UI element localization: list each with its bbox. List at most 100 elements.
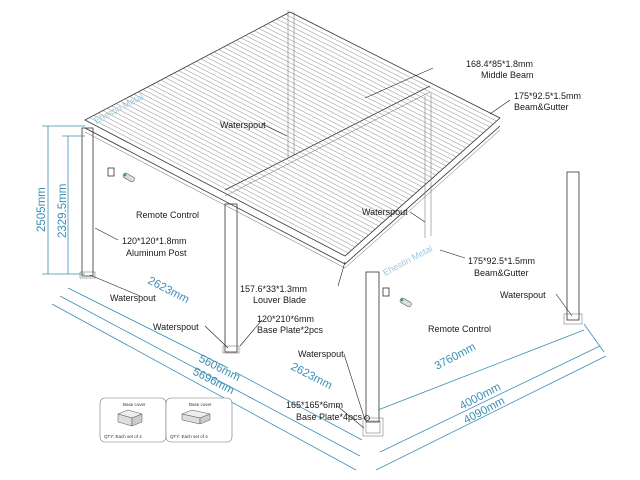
- inset-card-1: Base cover QTY: Each set of 4: [99, 397, 167, 443]
- baseplate-large-name: Base Plate*4pcs: [296, 412, 363, 422]
- roof-outline: [84, 11, 501, 257]
- post-back-right: [563, 171, 583, 325]
- louver-blade: [133, 93, 383, 224]
- inset-card-1-title: Base cover: [123, 402, 146, 407]
- beam-gutter-top-name: Beam&Gutter: [514, 102, 569, 112]
- dim-span-right: 2623mm: [289, 361, 334, 392]
- inset-card-2-title: Base cover: [189, 402, 212, 407]
- post-name-label: Aluminum Post: [126, 248, 187, 258]
- louver-blade: [142, 89, 389, 218]
- louver-blade: [285, 14, 497, 122]
- baseplate-small-size: 120*210*6mm: [257, 314, 314, 324]
- louver-blade: [174, 72, 413, 197]
- louver-blade: [231, 42, 457, 158]
- louver-blade: [160, 79, 403, 206]
- louver-blade: [267, 23, 484, 134]
- louver-blade: [280, 16, 494, 125]
- louver-blade: [191, 63, 426, 185]
- inset-card-2-qty: QTY: Each set of 4: [170, 434, 208, 439]
- louver-blade: [102, 110, 359, 245]
- remote-control-icon: [399, 297, 412, 308]
- waterspout-front-label: Waterspout: [298, 349, 344, 359]
- dimension-lines: [42, 125, 607, 471]
- labels: 168.4*85*1.8mm Middle Beam 175*92.5*1.5m…: [110, 59, 581, 422]
- dim-height-total: 2505mm: [36, 187, 48, 232]
- louver-blade: [107, 108, 362, 242]
- dimension-text: 2505mm 2329.5mm 2623mm 2623mm 5606mm 569…: [36, 184, 507, 427]
- baseplate-large-size: 165*165*6mm: [286, 400, 343, 410]
- post-size-label: 120*120*1.8mm: [122, 236, 187, 246]
- louver-blade: [218, 49, 447, 167]
- remote-control-left-label: Remote Control: [136, 210, 199, 220]
- louver-blade: [151, 84, 396, 212]
- waterspout-left2-label: Waterspout: [153, 322, 199, 332]
- louver-blade: [223, 47, 450, 164]
- louver-blade: [120, 101, 373, 233]
- dim-depth-clear: 3760mm: [433, 341, 478, 373]
- front-beam-lower: [84, 131, 346, 269]
- louver-blade: [116, 103, 369, 236]
- middle-beam-name: Middle Beam: [481, 70, 534, 80]
- watermark-top: Ehestin Metal: [92, 91, 145, 125]
- louver-blade: [205, 56, 437, 176]
- louver-blade: [227, 44, 453, 161]
- louver-blade: [165, 77, 406, 203]
- remote-box-left: [107, 167, 115, 177]
- louver-blade: [258, 28, 477, 140]
- louver-blade: [111, 105, 366, 239]
- louver-blade: [236, 39, 460, 155]
- beam-gutter-right-size: 175*92.5*1.5mm: [468, 256, 535, 266]
- louver-blade: [156, 82, 400, 209]
- louver-blade: [214, 51, 443, 170]
- base-cover-icon: [181, 409, 211, 425]
- baseplate-small-name: Base Plate*2pcs: [257, 325, 324, 335]
- louver-blade: [138, 91, 386, 221]
- louver-blades: [89, 14, 497, 254]
- waterspout-center-label: Waterspout: [220, 120, 266, 130]
- louver-name-label: Louver Blade: [253, 295, 306, 305]
- louver-blade: [98, 112, 356, 248]
- louver-blade: [178, 70, 416, 194]
- louver-size-label: 157.6*33*1.3mm: [240, 284, 307, 294]
- post-back-left: [79, 127, 96, 279]
- louver-blade: [187, 65, 423, 188]
- louver-blade: [125, 98, 376, 230]
- waterspout-left-label: Waterspout: [110, 293, 156, 303]
- waterspout-mid-label: Waterspout: [362, 207, 408, 217]
- right-beam-lower: [344, 129, 501, 269]
- louver-blade: [196, 61, 430, 182]
- beam-gutter-right-name: Beam&Gutter: [474, 268, 529, 278]
- louver-blade: [169, 75, 410, 200]
- middle-beam-lower: [224, 91, 431, 197]
- beam-gutter-top-size: 175*92.5*1.5mm: [514, 91, 581, 101]
- louver-blade: [129, 96, 379, 227]
- louver-blade: [240, 37, 464, 152]
- roof: [84, 11, 501, 269]
- watermark-bottom: Ehestin Metal: [381, 243, 434, 277]
- louver-blade: [276, 18, 490, 128]
- louver-blade: [272, 21, 487, 131]
- louver-blade: [209, 54, 440, 173]
- louver-blade: [254, 30, 474, 143]
- louver-blade: [263, 25, 480, 137]
- louver-blade: [249, 32, 470, 146]
- post-front-right: [362, 271, 384, 437]
- remote-control-icon: [122, 172, 135, 183]
- remote-box-right: [382, 287, 390, 297]
- louver-blade: [200, 58, 433, 179]
- waterspout-right-label: Waterspout: [500, 290, 546, 300]
- louver-blade: [89, 117, 349, 254]
- louver-blade: [93, 115, 352, 251]
- inset-card-2: Base cover QTY: Each set of 4: [165, 397, 233, 443]
- middle-beam-size: 168.4*85*1.8mm: [466, 59, 533, 69]
- louver-blade: [245, 35, 467, 149]
- base-cover-icon: [117, 409, 143, 427]
- louver-blade: [182, 68, 420, 191]
- louver-blade: [147, 86, 393, 215]
- posts: [79, 10, 583, 437]
- post-front-left: [222, 203, 240, 354]
- leader-lines: [89, 67, 573, 429]
- front-beam: [84, 125, 501, 265]
- inset-card-1-qty: QTY: Each set of 4: [104, 434, 142, 439]
